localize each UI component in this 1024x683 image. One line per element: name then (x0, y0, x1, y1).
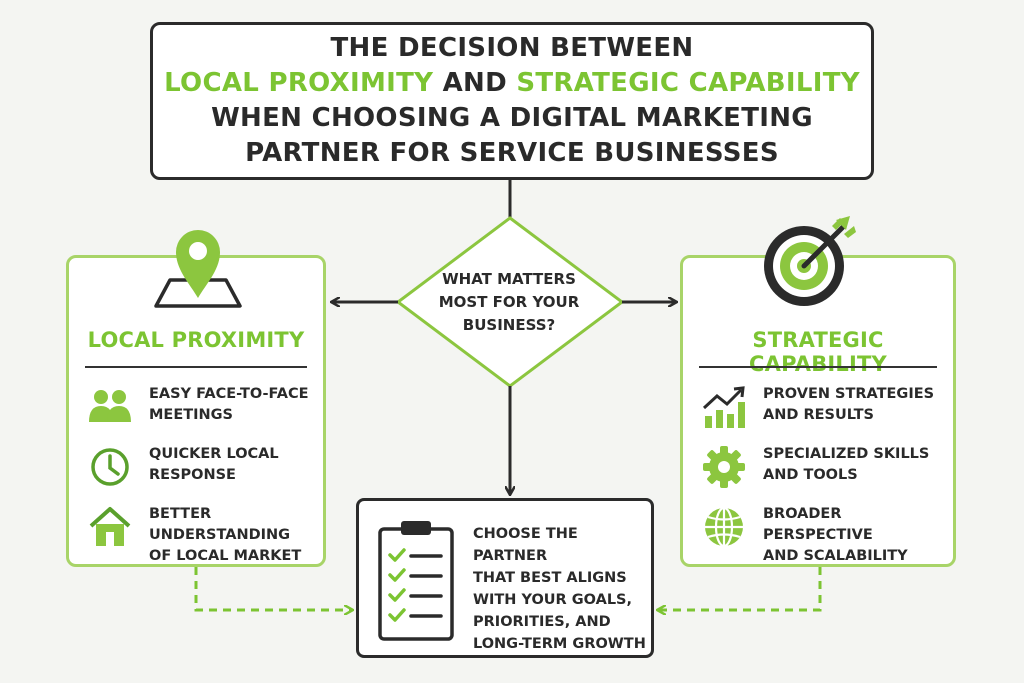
checklist-icon (378, 521, 454, 641)
feature-line: RESPONSE (149, 467, 236, 483)
feature-item: EASY FACE-TO-FACE MEETINGS (87, 384, 317, 430)
feature-item: PROVEN STRATEGIES AND RESULTS (701, 384, 934, 430)
map-pin-icon (154, 230, 242, 308)
result-text: CHOOSE THE PARTNER THAT BEST ALIGNS WITH… (473, 523, 649, 655)
feature-line: OF LOCAL MARKET (149, 548, 302, 564)
title-highlight-strategic: STRATEGIC CAPABILITY (516, 68, 860, 98)
feature-text: SPECIALIZED SKILLS AND TOOLS (763, 444, 943, 486)
feature-text: EASY FACE-TO-FACE MEETINGS (149, 384, 329, 426)
panel-title-local: LOCAL PROXIMITY (87, 328, 305, 352)
feature-line: AND RESULTS (763, 407, 874, 423)
gear-icon (703, 446, 745, 488)
question-line-3: BUSINESS? (462, 316, 556, 334)
feature-line: PROVEN STRATEGIES (763, 386, 935, 402)
title-and: AND (442, 68, 507, 98)
panel-title-strategic: STRATEGIC CAPABILITY (749, 328, 887, 376)
title-line-4: PARTNER FOR SERVICE BUSINESSES (245, 138, 779, 168)
feature-line: BETTER UNDERSTANDING (149, 506, 291, 543)
growth-chart-icon (702, 386, 745, 428)
local-proximity-panel: LOCAL PROXIMITY EASY FACE-TO-FACE MEETIN… (66, 255, 326, 567)
target-icon (764, 216, 856, 306)
globe-icon (705, 506, 743, 548)
panel-divider (85, 366, 307, 368)
feature-text: BROADER PERSPECTIVE AND SCALABILITY (763, 504, 943, 567)
decision-question: WHAT MATTERS MOST FOR YOUR BUSINESS? (404, 268, 614, 337)
feature-item: QUICKER LOCAL RESPONSE (87, 444, 317, 490)
left-dashed-arrow (194, 567, 352, 610)
panel-divider (699, 366, 937, 368)
strategic-capability-panel: STRATEGIC CAPABILITY PROVEN STRATEGIES A… (680, 255, 956, 567)
question-line-1: WHAT MATTERS (442, 270, 576, 288)
title-highlight-local: LOCAL PROXIMITY (164, 68, 434, 98)
feature-line: BROADER PERSPECTIVE (763, 506, 873, 543)
feature-item: BETTER UNDERSTANDING OF LOCAL MARKET (87, 504, 317, 564)
right-dashed-arrow (658, 567, 822, 610)
question-line-2: MOST FOR YOUR (438, 293, 580, 311)
title-line-1: THE DECISION BETWEEN (330, 33, 694, 63)
feature-text: PROVEN STRATEGIES AND RESULTS (763, 384, 943, 426)
title-box: THE DECISION BETWEEN LOCAL PROXIMITY AND… (150, 22, 874, 180)
result-line: WITH YOUR GOALS, (473, 592, 633, 608)
feature-line: AND TOOLS (763, 467, 858, 483)
house-icon (89, 507, 131, 546)
clock-icon (91, 448, 129, 486)
result-line: LONG-TERM GROWTH (473, 636, 646, 652)
result-line: PRIORITIES, AND (473, 614, 611, 630)
feature-item: SPECIALIZED SKILLS AND TOOLS (701, 444, 931, 490)
feature-line: EASY FACE-TO-FACE (149, 386, 309, 402)
title-line-3: WHEN CHOOSING A DIGITAL MARKETING (211, 103, 813, 133)
feature-text: QUICKER LOCAL RESPONSE (149, 444, 329, 486)
feature-line: AND SCALABILITY (763, 548, 908, 564)
feature-item: BROADER PERSPECTIVE AND SCALABILITY (701, 504, 931, 564)
feature-line: SPECIALIZED SKILLS (763, 446, 930, 462)
result-line: THAT BEST ALIGNS (473, 570, 627, 586)
feature-line: MEETINGS (149, 407, 234, 423)
result-box: CHOOSE THE PARTNER THAT BEST ALIGNS WITH… (356, 498, 654, 658)
feature-text: BETTER UNDERSTANDING OF LOCAL MARKET (149, 504, 329, 567)
title-line-2: LOCAL PROXIMITY AND STRATEGIC CAPABILITY (164, 66, 860, 101)
feature-line: QUICKER LOCAL (149, 446, 279, 462)
people-icon (89, 390, 131, 422)
result-line: CHOOSE THE PARTNER (473, 526, 578, 564)
